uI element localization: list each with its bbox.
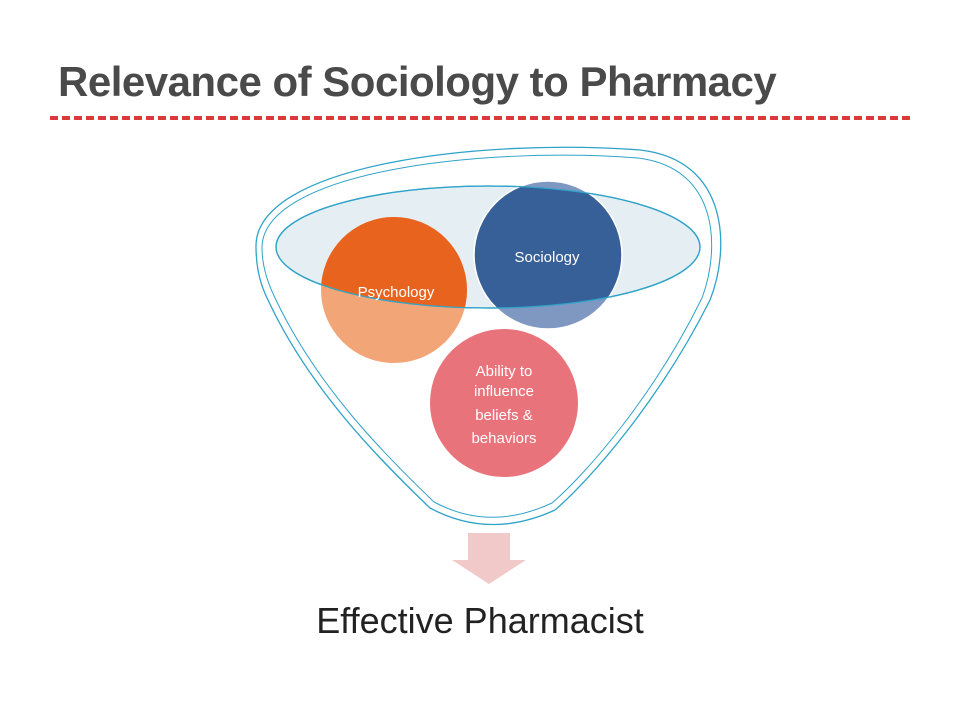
sociology-label: Sociology [514, 249, 580, 266]
funnel-body [255, 146, 722, 526]
funnel-inner-outline [261, 154, 713, 518]
svg-text:behaviors: behaviors [471, 430, 536, 447]
down-arrow-icon [452, 533, 526, 584]
svg-text:Ability to: Ability to [476, 363, 533, 380]
svg-text:influence: influence [474, 383, 534, 400]
psychology-circle [321, 217, 467, 308]
sociology-circle-outline [473, 180, 623, 330]
output-label: Effective Pharmacist [316, 600, 644, 641]
funnel-rim-outline [275, 185, 701, 309]
ability-circle [430, 329, 578, 477]
psychology-label: Psychology [358, 284, 435, 301]
sociology-circle [474, 186, 622, 308]
ability-label: Ability to influence beliefs & behaviors [471, 363, 536, 447]
title-divider [50, 116, 910, 120]
rim-contents [321, 186, 622, 308]
slide-title: Relevance of Sociology to Pharmacy [58, 58, 777, 105]
svg-text:beliefs &: beliefs & [475, 407, 533, 424]
